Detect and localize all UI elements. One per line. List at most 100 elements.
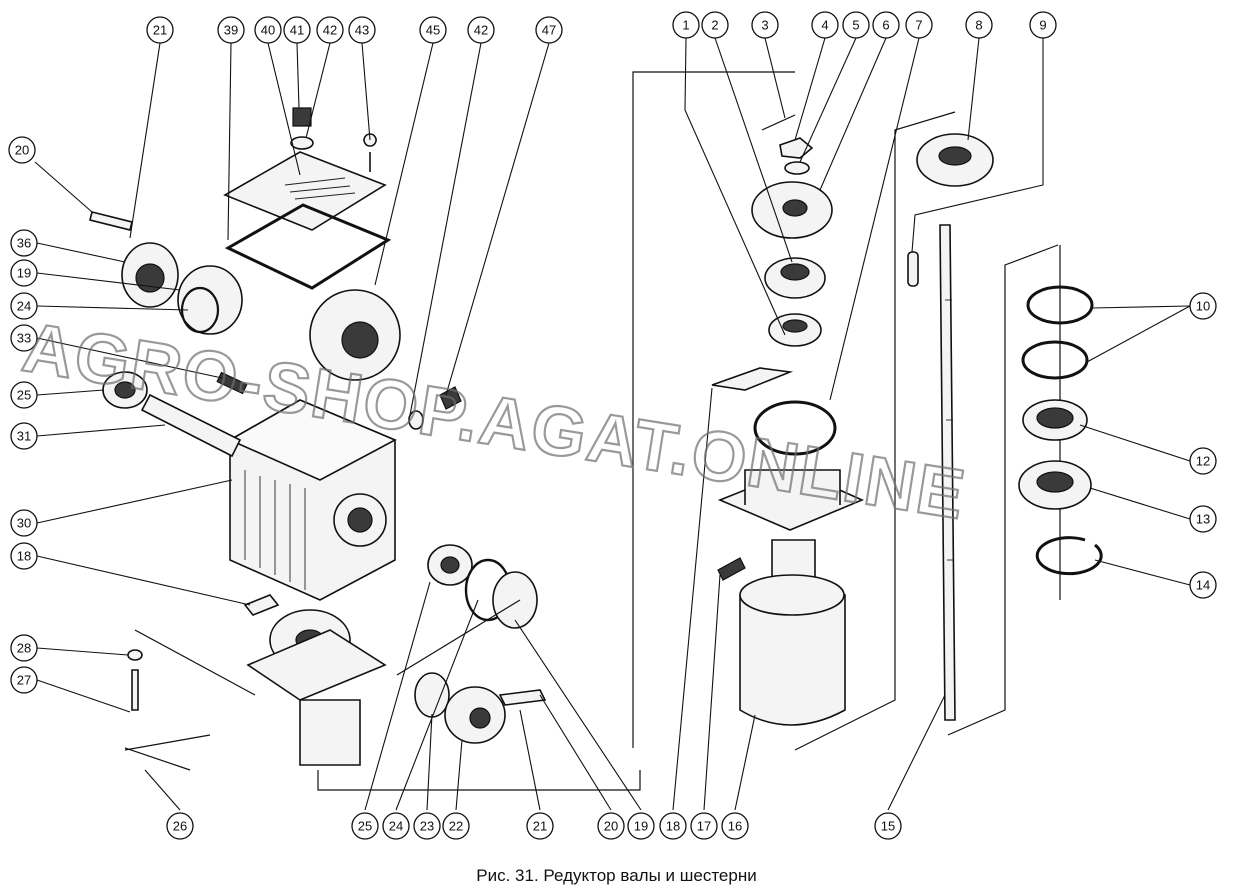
callout-number: 21 [533,819,547,834]
callout-number: 24 [389,819,403,834]
watermark-text: AGRO-SHOP.AGAT.ONLINE [18,308,972,534]
left-gearbox-assembly [89,107,641,791]
grease-fitting [439,386,462,410]
callout-36: 36 [10,229,38,257]
seal-23 [414,672,450,718]
callout-number: 28 [17,641,31,656]
callout-number: 24 [17,299,31,314]
washer-28 [127,649,143,661]
callout-number: 19 [17,266,31,281]
leader-lines [34,37,1191,811]
callout-42: 42 [316,16,344,44]
callout-circle [1189,505,1217,533]
bolt-20-right [498,689,547,706]
callout-5: 5 [842,11,870,39]
grease-nipple-17 [717,557,746,581]
callout-circle [283,16,311,44]
callout-43: 43 [348,16,376,44]
gear-housing-cylinder-16 [739,539,846,726]
callout-39: 39 [217,16,245,44]
callout-4: 4 [811,11,839,39]
callout-circle [316,16,344,44]
bolt-20-left [89,211,133,231]
lower-flange [246,629,387,701]
callout-22: 22 [442,812,470,840]
callout-circle [1029,11,1057,39]
callout-6: 6 [872,11,900,39]
callout-number: 19 [634,819,648,834]
callout-15: 15 [874,812,902,840]
callout-circle [965,11,993,39]
callout-number: 42 [474,23,488,38]
callout-number: 41 [290,23,304,38]
bolt-27 [131,669,139,711]
callout-circle [467,16,495,44]
callout-circle [597,812,625,840]
callout-circle [442,812,470,840]
callout-26: 26 [166,812,194,840]
callout-circle [10,634,38,662]
callout-circle [217,16,245,44]
callout-circle [10,229,38,257]
callout-33: 33 [10,324,38,352]
shim-ring-10b [1021,340,1089,380]
shim-ring-10a [1026,285,1094,325]
callout-circle [10,381,38,409]
callout-19: 19 [10,259,38,287]
callout-28: 28 [10,634,38,662]
retainer-18-left [243,594,280,616]
callout-number: 45 [426,23,440,38]
callout-42: 42 [467,16,495,44]
callout-3: 3 [751,11,779,39]
callout-number: 23 [420,819,434,834]
callout-number: 13 [1196,512,1210,527]
o-ring-7 [753,400,837,456]
fitting-washer [408,410,424,430]
circlip-14 [1035,536,1103,576]
callout-circle [382,812,410,840]
callout-number: 47 [542,23,556,38]
lock-pin-26 [124,734,211,771]
right-shaft-assembly [632,71,1103,751]
callout-number: 10 [1196,299,1210,314]
callout-number: 39 [224,23,238,38]
gasket-19-left [177,265,243,335]
callout-number: 31 [17,429,31,444]
callout-number: 4 [821,18,828,33]
callout-number: 9 [1039,18,1046,33]
callout-number: 30 [17,516,31,531]
callout-number: 5 [852,18,859,33]
callout-16: 16 [721,812,749,840]
callout-21: 21 [526,812,554,840]
callout-number: 27 [17,673,31,688]
callout-number: 8 [975,18,982,33]
cover-gasket [224,203,392,290]
callout-number: 20 [604,819,618,834]
callout-14: 14 [1189,571,1217,599]
callout-number: 18 [666,819,680,834]
callout-41: 41 [283,16,311,44]
callout-circle [10,259,38,287]
figure-caption: Рис. 31. Редуктор валы и шестерни [476,866,757,885]
callout-circle [419,16,447,44]
callout-circle [166,812,194,840]
callout-25: 25 [10,381,38,409]
callout-27: 27 [10,666,38,694]
callout-circle [1189,571,1217,599]
callout-number: 6 [882,18,889,33]
callout-number: 14 [1196,578,1210,593]
castle-nut [779,137,814,159]
callout-20: 20 [597,812,625,840]
callout-12: 12 [1189,447,1217,475]
callout-circle [1189,292,1217,320]
retainer-plate-18 [711,367,794,391]
callout-9: 9 [1029,11,1057,39]
callout-8: 8 [965,11,993,39]
callout-circle [351,812,379,840]
callout-number: 43 [355,23,369,38]
callout-circle [905,11,933,39]
callout-circle [8,136,36,164]
callout-number: 33 [17,331,31,346]
callout-number: 1 [682,18,689,33]
